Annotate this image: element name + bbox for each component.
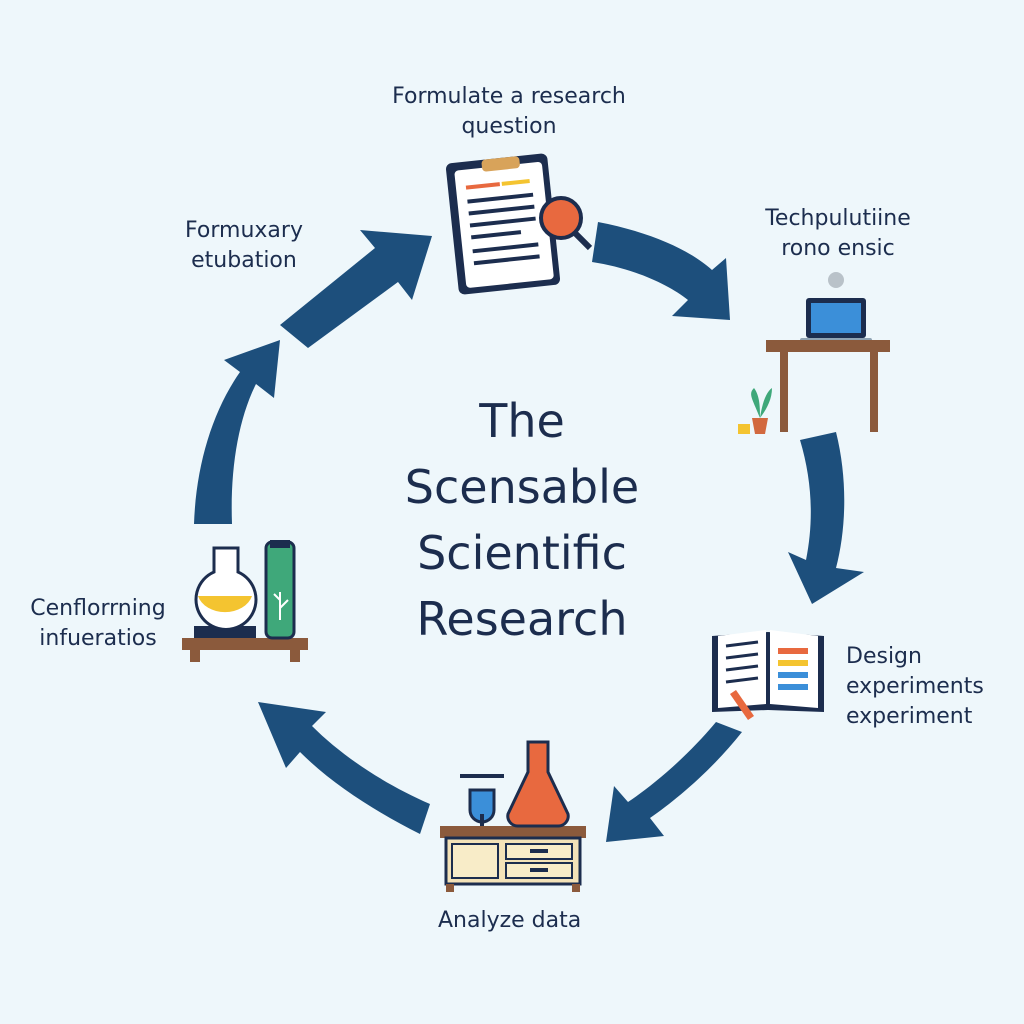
label-formuxary: Formuxary etubation bbox=[185, 218, 303, 273]
arrow-formuxary-to-formulate bbox=[280, 230, 432, 348]
label-formulate: Formulate a research question bbox=[392, 84, 626, 139]
arrow-design-to-analyze bbox=[606, 722, 742, 842]
laptop-desk-icon bbox=[738, 272, 890, 434]
label-confirm: Cenflorrning infueratios bbox=[30, 596, 166, 651]
open-book-icon bbox=[712, 630, 824, 720]
arrow-formulate-to-technique bbox=[592, 222, 730, 320]
label-technique: Techpulutiine rono ensic bbox=[765, 206, 911, 261]
arrow-technique-to-design bbox=[788, 432, 864, 604]
arrow-analyze-to-confirm bbox=[258, 702, 430, 834]
lab-cabinet-icon bbox=[440, 740, 586, 892]
clipboard-icon bbox=[445, 153, 593, 295]
lab-flasks-icon bbox=[182, 540, 308, 662]
arrow-confirm-to-formuxary bbox=[194, 340, 280, 524]
diagram-title: The Scensable Scientific Research bbox=[404, 394, 640, 646]
label-analyze: Analyze data bbox=[438, 908, 582, 933]
label-design: Design experiments experiment bbox=[846, 644, 984, 729]
